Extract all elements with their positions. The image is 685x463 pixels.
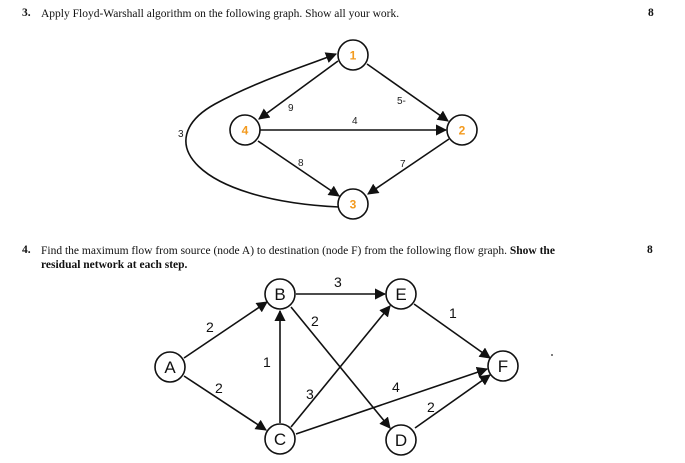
question-3-marks: 8 bbox=[648, 7, 654, 19]
graph2-node-E: E bbox=[385, 278, 417, 310]
graph1-node-4: 4 bbox=[229, 114, 261, 146]
graph2-node-B: B bbox=[264, 278, 296, 310]
graph2-node-D: D bbox=[385, 424, 417, 456]
edge-A-to-B bbox=[183, 301, 268, 359]
graph1-node-2-label: 2 bbox=[459, 124, 466, 138]
edge-label-D-to-F: 2 bbox=[427, 399, 435, 415]
edge-4-to-3 bbox=[257, 140, 340, 197]
edge-C-to-E bbox=[290, 305, 391, 428]
edge-label-3-to-1: 3 bbox=[178, 129, 184, 140]
edge-label-B-to-E: 3 bbox=[334, 274, 342, 290]
graph2-node-D-label: D bbox=[395, 431, 407, 450]
edge-label-2-to-3: 7 bbox=[400, 159, 406, 170]
edge-label-A-to-C: 2 bbox=[215, 380, 223, 396]
edge-label-C-to-B: 1 bbox=[263, 354, 271, 370]
question-4-text-line2: residual network at each step. bbox=[41, 259, 188, 271]
edge-1-to-2 bbox=[366, 63, 449, 122]
edge-label-4-to-2: 4 bbox=[352, 116, 358, 127]
question-4-text: Find the maximum flow from source (node … bbox=[41, 244, 555, 258]
edge-A-to-C bbox=[183, 375, 267, 431]
edge-label-E-to-F: 1 bbox=[449, 305, 457, 321]
graph2-node-F: F bbox=[487, 350, 519, 382]
edge-label-C-to-E: 3 bbox=[306, 386, 314, 402]
graph1-node-1-label: 1 bbox=[350, 49, 357, 63]
graph-1: 5- 9 4 8 7 3 1 2 3 4 bbox=[178, 39, 478, 220]
edge-C-to-F bbox=[295, 366, 489, 435]
graph2-node-A-label: A bbox=[164, 358, 176, 377]
graph-2: 2 2 1 3 2 3 4 1 2 A B C D bbox=[154, 274, 553, 456]
edge-label-4-to-3: 8 bbox=[298, 158, 304, 169]
question-4-text-bold: Show the bbox=[509, 245, 555, 257]
edge-1-to-4 bbox=[258, 60, 339, 120]
graph2-node-F-label: F bbox=[498, 357, 508, 376]
edge-2-to-3 bbox=[367, 138, 450, 195]
stray-dot bbox=[551, 354, 553, 356]
graph1-node-1: 1 bbox=[337, 39, 369, 71]
edge-3-to-1 bbox=[185, 52, 340, 208]
graph1-node-3: 3 bbox=[337, 188, 369, 220]
graph2-node-A: A bbox=[154, 351, 186, 383]
edge-label-1-to-2: 5- bbox=[397, 96, 406, 107]
graph2-node-B-label: B bbox=[274, 285, 285, 304]
graph2-node-C-label: C bbox=[274, 430, 286, 449]
graph2-node-E-label: E bbox=[395, 285, 406, 304]
graph1-node-3-label: 3 bbox=[350, 198, 357, 212]
edge-D-to-F bbox=[414, 374, 491, 429]
edge-E-to-F bbox=[413, 303, 491, 359]
edge-label-C-to-F: 4 bbox=[392, 379, 400, 395]
edge-label-A-to-B: 2 bbox=[206, 319, 214, 335]
edge-label-B-to-D: 2 bbox=[311, 313, 319, 329]
edge-label-1-to-4: 9 bbox=[288, 103, 294, 114]
question-4-marks: 8 bbox=[647, 244, 653, 256]
question-4-number: 4. bbox=[22, 244, 31, 256]
graph1-node-2: 2 bbox=[446, 114, 478, 146]
graph2-node-C: C bbox=[264, 423, 296, 455]
question-4-text-plain: Find the maximum flow from source (node … bbox=[41, 245, 507, 257]
question-3-text: Apply Floyd-Warshall algorithm on the fo… bbox=[41, 8, 400, 20]
graph1-node-4-label: 4 bbox=[242, 124, 249, 138]
question-3-number: 3. bbox=[22, 7, 31, 19]
